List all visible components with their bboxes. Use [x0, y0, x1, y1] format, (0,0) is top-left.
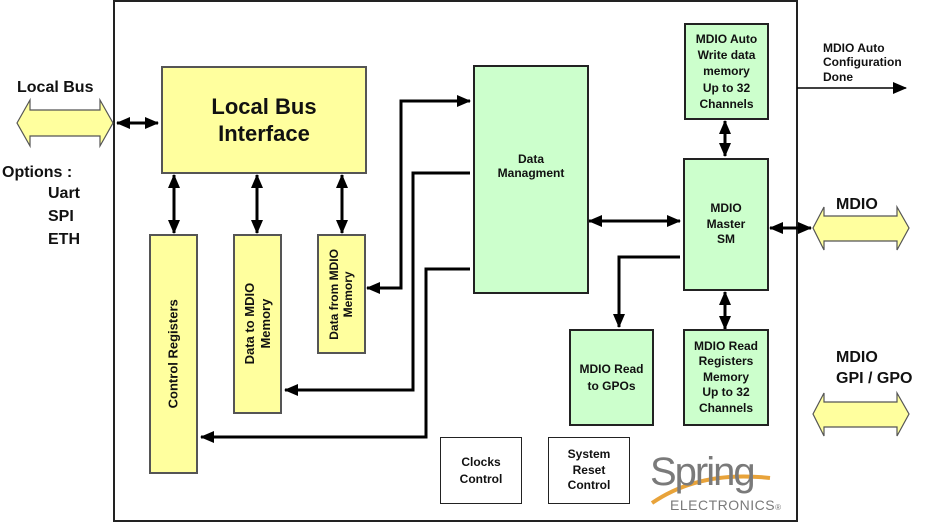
clocks-control-block: Clocks Control: [440, 437, 522, 504]
auto-config-line: Done: [823, 69, 853, 84]
arrow-dm-control: [200, 267, 470, 443]
block-label: Control Registers: [165, 299, 181, 409]
system-reset-control-block: System Reset Control: [548, 437, 630, 504]
block-label-line: Control: [459, 471, 503, 486]
arrow-dm-datato: [284, 171, 470, 396]
block-label: Interface: [218, 121, 310, 146]
block-label: Data from MDIO Memory: [327, 249, 356, 340]
option-spi: SPI: [48, 208, 74, 225]
block-label-line: Up to 32: [702, 385, 750, 400]
gpio-label-line2: GPI / GPO: [836, 370, 913, 387]
block-label: Local Bus: [211, 93, 317, 119]
block-label-line: Control: [567, 478, 611, 493]
block-label-line: Data: [517, 152, 544, 166]
mdio-label: MDIO: [836, 196, 878, 213]
options-label: Options :: [2, 164, 73, 181]
arrow-datafrom-dm: [366, 95, 471, 294]
block-label-line: Write data: [697, 48, 756, 63]
data-to-mdio-memory-block: Data to MDIO Memory: [233, 234, 282, 414]
local-bus-label: Local Bus: [17, 79, 94, 96]
block-label-line: SM: [717, 232, 735, 247]
gpio-label-line1: MDIO: [836, 349, 878, 366]
block-label-line: Managment: [497, 166, 565, 180]
block-label-line: Memory: [257, 299, 273, 349]
block-label-line: Channels: [699, 96, 754, 111]
auto-config-done-label: MDIO Auto Configuration Done: [823, 41, 902, 84]
option-uart: Uart: [48, 185, 81, 202]
block-label-line: MDIO Auto: [695, 32, 758, 47]
option-eth: ETH: [48, 231, 80, 248]
logo-sub: ELECTRONICS®: [670, 497, 781, 513]
logo-sub-text: ELECTRONICS: [670, 497, 776, 513]
block-label-line: to GPOs: [587, 378, 636, 393]
block-label-line: Data from MDIO: [327, 248, 342, 340]
block-label-line: Reset: [572, 462, 606, 477]
data-from-mdio-memory-block: Data from MDIO Memory: [317, 234, 366, 354]
block-label-line: System: [567, 447, 611, 462]
mdio-master-sm-block: MDIO Master SM: [683, 158, 769, 291]
data-management-block: Data Managment: [473, 65, 589, 294]
block-label-line: MDIO: [710, 201, 742, 216]
arrow-master-gpos: [613, 255, 680, 328]
logo-swoosh: [650, 474, 771, 505]
block-label-line: Data to MDIO: [241, 283, 257, 365]
mdio-read-registers-block: MDIO Read Registers Memory Up to 32 Chan…: [683, 329, 769, 426]
block-label-line: memory: [703, 64, 750, 79]
mdio-bus-arrow: [812, 204, 910, 251]
block-label-line: Channels: [698, 400, 753, 415]
local-bus-interface-block: Local Bus Interface: [161, 66, 367, 174]
control-registers-block: Control Registers: [149, 234, 198, 474]
block-label-line: Up to 32: [702, 80, 751, 95]
block-label-line: Clocks: [461, 455, 501, 470]
auto-config-line: MDIO Auto: [823, 41, 885, 55]
local-bus-arrow: [16, 97, 114, 149]
block-label-line: Memory: [341, 271, 356, 318]
mdio-auto-write-block: MDIO Auto Write data memory Up to 32 Cha…: [684, 23, 769, 120]
block-label-line: Memory: [702, 369, 749, 384]
registered-mark: ®: [775, 503, 782, 512]
block-label: Data to MDIO Memory: [242, 283, 273, 365]
system-boundary: [113, 0, 798, 522]
block-label-line: MDIO Read: [579, 362, 644, 377]
gpio-bus-arrow: [812, 390, 910, 437]
auto-config-line: Configuration: [823, 55, 902, 70]
logo-brand: Spring: [650, 450, 756, 494]
block-label-line: MDIO Read: [693, 338, 758, 353]
mdio-read-gpos-block: MDIO Read to GPOs: [569, 329, 654, 426]
block-label-line: Registers: [698, 354, 754, 369]
block-label-line: Master: [706, 216, 746, 231]
